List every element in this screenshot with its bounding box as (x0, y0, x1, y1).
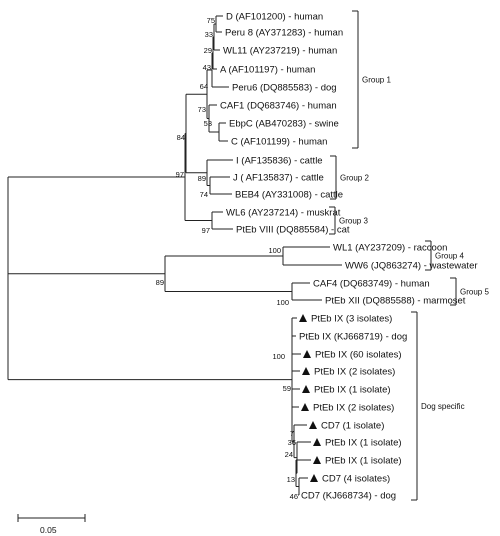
bootstrap-value: 74 (200, 190, 208, 199)
tip-label: Peru 8 (AY371283) - human (225, 28, 343, 39)
scale-bar: 0.05 (17, 514, 86, 535)
tip-label: CD7 (4 isolates) (322, 474, 390, 485)
group-label: Dog specific (421, 402, 465, 411)
triangle-marker-icon (310, 474, 318, 482)
bootstrap-value: 36 (288, 438, 296, 447)
bootstrap-value: 97 (176, 170, 184, 179)
tip-label: PtEb IX (1 isolate) (325, 456, 402, 467)
scale-bar-label: 0.05 (40, 525, 57, 535)
bootstrap-value: 29 (204, 46, 212, 55)
group-label: Group 4 (435, 252, 464, 261)
bootstrap-value: 75 (207, 16, 215, 25)
bootstrap-value: 100 (276, 298, 289, 307)
tip-label: BEB4 (AY331008) - cattle (235, 190, 343, 201)
tip-label: EbpC (AB470283) - swine (229, 119, 339, 130)
bootstrap-value: 13 (287, 475, 295, 484)
tip-label: CAF1 (DQ683746) - human (220, 101, 337, 112)
bootstrap-value: 100 (272, 352, 285, 361)
bootstrap-value: 53 (204, 119, 212, 128)
group-brackets: Group 1 Group 2 Group 3 Group 4 Group 5 Dog s… (329, 10, 489, 501)
tip-label: D (AF101200) - human (226, 12, 323, 23)
isolate-markers (299, 314, 321, 482)
bootstrap-value: 100 (268, 246, 281, 255)
group-label: Group 5 (460, 288, 489, 297)
tip-label: PtEb IX (3 isolates) (311, 314, 392, 325)
group-label: Group 2 (340, 174, 369, 183)
tip-label: I (AF135836) - cattle (236, 156, 323, 167)
tip-label: PtEb IX (1 isolate) (325, 438, 402, 449)
bootstrap-value: 84 (177, 133, 185, 142)
triangle-marker-icon (302, 385, 310, 393)
bootstrap-value: 59 (283, 384, 291, 393)
tip-label: A (AF101197) - human (220, 65, 315, 76)
triangle-marker-icon (309, 421, 317, 429)
tip-label: PtEb IX (2 isolates) (313, 403, 394, 414)
bootstrap-value: 46 (290, 492, 298, 501)
group-label: Group 1 (362, 76, 391, 85)
bootstrap-value: 73 (198, 105, 206, 114)
triangle-marker-icon (299, 314, 307, 322)
group-label: Group 3 (339, 217, 368, 226)
bootstrap-value: 7 (290, 429, 294, 438)
tip-label: C (AF101199) - human (231, 137, 327, 148)
tip-label: WL6 (AY237214) - muskrat (226, 208, 341, 219)
bootstrap-values: 75 33 29 43 64 73 53 84 97 89 74 97 100 89 100 100 59 736… (156, 16, 298, 501)
bootstrap-value: 89 (198, 174, 206, 183)
tip-label: WL11 (AY237219) - human (223, 46, 337, 57)
tip-label: WL1 (AY237209) - raccoon (333, 243, 447, 254)
bootstrap-value: 33 (205, 30, 213, 39)
triangle-marker-icon (302, 367, 310, 375)
bootstrap-value: 89 (156, 278, 164, 287)
triangle-marker-icon (301, 403, 309, 411)
tip-label: PtEb IX (60 isolates) (315, 350, 402, 361)
triangle-marker-icon (313, 456, 321, 464)
tip-label: Peru6 (DQ885583) - dog (232, 83, 337, 94)
tip-label: PtEb IX (KJ668719) - dog (299, 332, 407, 343)
tip-label: PtEb IX (2 isolates) (314, 367, 395, 378)
tip-label: PtEb IX (1 isolate) (314, 385, 391, 396)
bootstrap-value: 64 (200, 82, 208, 91)
tip-label: CAF4 (DQ683749) - human (313, 279, 430, 290)
bootstrap-value: 97 (202, 226, 210, 235)
tip-label: CD7 (1 isolate) (321, 421, 384, 432)
bootstrap-value: 24 (285, 450, 293, 459)
tip-label: CD7 (KJ668734) - dog (301, 491, 396, 502)
tree-branches (7, 15, 342, 496)
triangle-marker-icon (313, 438, 321, 446)
tip-label: WW6 (JQ863274) - wastewater (345, 261, 478, 272)
triangle-marker-icon (303, 350, 311, 358)
tip-label: J ( AF135837) - cattle (233, 173, 324, 184)
bootstrap-value: 43 (203, 63, 211, 72)
tip-label: PtEb XII (DQ885588) - marmoset (325, 296, 466, 307)
tip-label: PtEb VIII (DQ885584) - cat (236, 225, 350, 236)
